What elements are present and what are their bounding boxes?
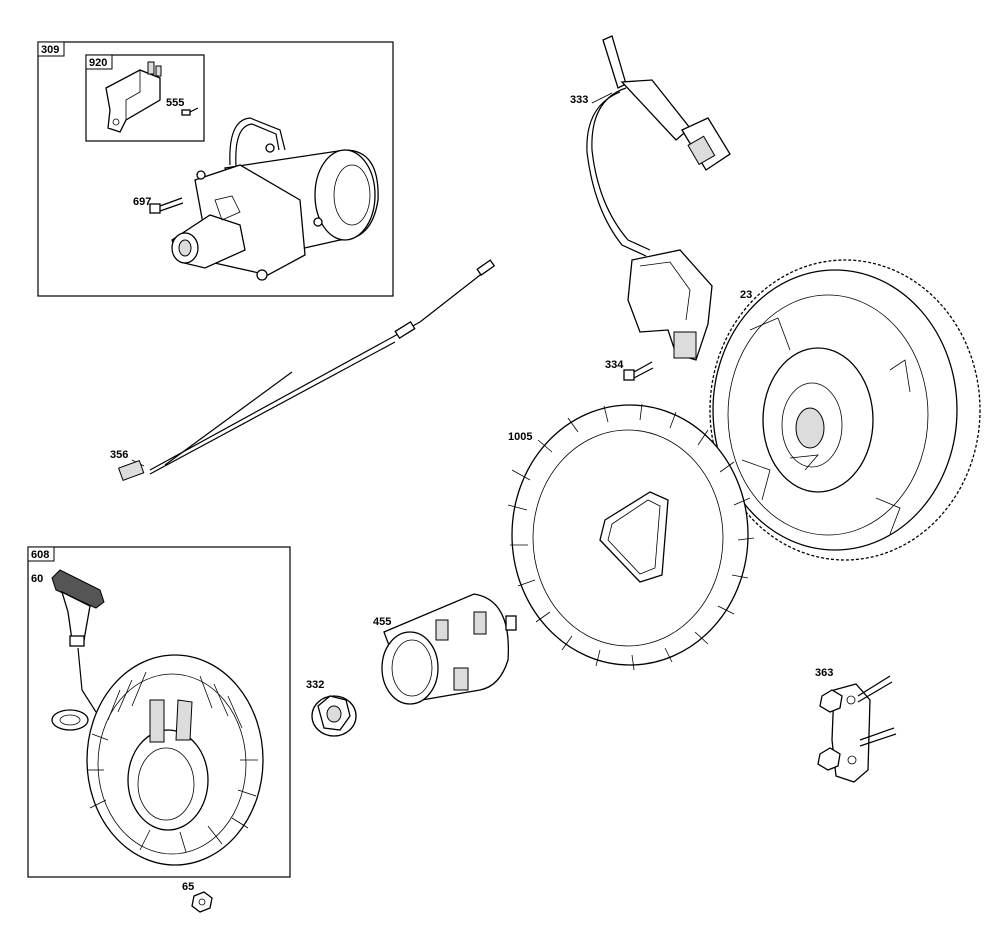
callout-356: 356: [110, 449, 128, 461]
screw-334-part: 334: [605, 359, 654, 381]
flywheel-part: 23: [709, 259, 981, 561]
group-920-tag: [85, 54, 113, 70]
callout-697: 697: [133, 196, 151, 208]
nut-65-part: 65: [182, 881, 213, 913]
callout-608: 608: [31, 549, 49, 561]
group-608-recoil: 608 60: [27, 546, 291, 878]
callout-23: 23: [740, 289, 752, 301]
callout-455: 455: [373, 616, 391, 628]
bolt-697-part: [149, 197, 184, 214]
starter-motor-part: [171, 117, 379, 281]
callout-309: 309: [41, 44, 59, 56]
fan-fins: [507, 403, 755, 671]
callout-363: 363: [815, 667, 833, 679]
callout-333: 333: [570, 94, 588, 106]
cooling-fan-part: 1005: [507, 403, 755, 671]
flange-nut-332-part: 332: [306, 679, 357, 737]
starter-handle-part: [51, 569, 105, 647]
callout-60: 60: [31, 573, 43, 585]
callout-65: 65: [182, 881, 194, 893]
group-608-frame: [27, 546, 291, 878]
recoil-housing-part: [86, 654, 264, 866]
wire-harness-part: 356: [110, 259, 496, 481]
group-920-frame: [85, 54, 205, 142]
screw-555-part: [181, 107, 199, 116]
callout-555: 555: [166, 97, 184, 109]
group-309-tag: [37, 41, 65, 57]
bracket-363-part: 363: [815, 667, 897, 783]
group-309-starter: 309 920 555: [37, 41, 394, 297]
solenoid-part: [105, 61, 162, 133]
callout-332: 332: [306, 679, 324, 691]
group-309-frame: [37, 41, 394, 297]
callout-1005: 1005: [508, 431, 532, 443]
callout-920: 920: [89, 57, 107, 69]
group-608-tag: [27, 546, 55, 562]
recoil-vents: [88, 671, 258, 853]
starter-cup-455-part: 455: [373, 593, 517, 705]
ignition-coil-part: 333: [570, 35, 731, 361]
callout-334: 334: [605, 359, 624, 371]
